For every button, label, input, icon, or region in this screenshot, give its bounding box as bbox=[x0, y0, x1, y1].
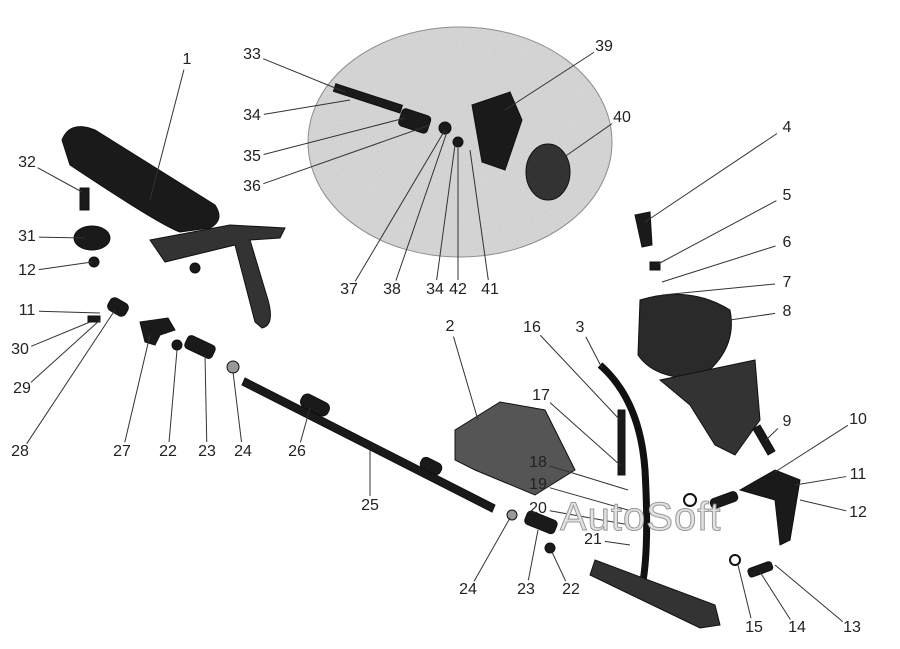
leader-line-40 bbox=[559, 123, 613, 161]
leader-lines bbox=[26, 51, 849, 623]
leader-line-11 bbox=[794, 476, 847, 486]
leader-line-5 bbox=[657, 200, 777, 265]
callout-23: 23 bbox=[198, 443, 216, 460]
callout-28: 28 bbox=[11, 443, 29, 460]
callout-17: 17 bbox=[532, 387, 550, 404]
callout-35: 35 bbox=[243, 148, 261, 165]
callout-21: 21 bbox=[584, 531, 602, 548]
leader-line-6 bbox=[661, 245, 776, 283]
leader-line-1 bbox=[149, 69, 185, 201]
leader-line-31 bbox=[38, 236, 86, 239]
leader-line-38 bbox=[395, 131, 448, 281]
callout-3: 3 bbox=[575, 319, 585, 336]
leader-line-41 bbox=[469, 149, 489, 281]
callout-26: 26 bbox=[288, 443, 306, 460]
callout-39: 39 bbox=[595, 38, 613, 55]
callout-22: 22 bbox=[562, 581, 580, 598]
callout-8: 8 bbox=[782, 303, 792, 320]
callout-12: 12 bbox=[849, 504, 867, 521]
leader-line-20 bbox=[549, 510, 631, 526]
leader-line-22 bbox=[551, 551, 567, 582]
leader-line-23 bbox=[527, 529, 539, 581]
callout-24: 24 bbox=[459, 581, 477, 598]
callout-36: 36 bbox=[243, 178, 261, 195]
callout-2: 2 bbox=[445, 318, 455, 335]
watermark: AutoSoft bbox=[559, 495, 722, 540]
leader-line-37 bbox=[354, 129, 446, 282]
callout-11: 11 bbox=[849, 466, 867, 483]
parts bbox=[61, 83, 801, 629]
callout-9: 9 bbox=[782, 413, 792, 430]
leader-line-8 bbox=[729, 312, 776, 321]
leader-line-4 bbox=[644, 133, 778, 223]
callout-19: 19 bbox=[529, 476, 547, 493]
leader-line-18 bbox=[549, 465, 629, 491]
callout-33: 33 bbox=[243, 46, 261, 63]
leader-line-9 bbox=[765, 428, 779, 441]
leader-line-34 bbox=[436, 144, 456, 281]
callout-37: 37 bbox=[340, 281, 358, 298]
callout-12: 12 bbox=[18, 262, 36, 279]
callout-15: 15 bbox=[745, 619, 763, 636]
leader-line-23 bbox=[204, 354, 208, 443]
leader-line-17 bbox=[549, 402, 621, 466]
leader-line-16 bbox=[539, 334, 621, 421]
leader-line-19 bbox=[549, 487, 629, 511]
leader-line-29 bbox=[30, 319, 101, 383]
leader-line-24 bbox=[232, 371, 243, 443]
leader-line-24 bbox=[473, 517, 511, 582]
leader-line-21 bbox=[604, 540, 631, 546]
callout-40: 40 bbox=[613, 109, 631, 126]
callout-5: 5 bbox=[782, 187, 792, 204]
leader-line-13 bbox=[774, 564, 844, 623]
leader-line-14 bbox=[759, 571, 791, 620]
callout-18: 18 bbox=[529, 454, 547, 471]
leader-line-32 bbox=[37, 167, 83, 193]
leader-line-28 bbox=[26, 309, 116, 444]
callout-38: 38 bbox=[383, 281, 401, 298]
callout-4: 4 bbox=[782, 119, 792, 136]
leader-line-15 bbox=[737, 564, 752, 619]
leader-line-12 bbox=[799, 499, 847, 512]
callout-22: 22 bbox=[159, 443, 177, 460]
leader-line-3 bbox=[585, 336, 603, 369]
callout-34: 34 bbox=[243, 107, 261, 124]
leader-line-10 bbox=[774, 424, 849, 473]
leader-line-35 bbox=[263, 117, 406, 156]
leader-line-2 bbox=[452, 336, 479, 421]
leader-line-12 bbox=[38, 261, 93, 271]
callout-27: 27 bbox=[113, 443, 131, 460]
leader-line-27 bbox=[124, 334, 151, 443]
callout-16: 16 bbox=[523, 319, 541, 336]
callout-24: 24 bbox=[234, 443, 252, 460]
callout-29: 29 bbox=[13, 380, 31, 397]
callout-32: 32 bbox=[18, 154, 36, 171]
callout-7: 7 bbox=[782, 274, 792, 291]
callout-42: 42 bbox=[449, 281, 467, 298]
callout-34: 34 bbox=[426, 281, 444, 298]
callout-6: 6 bbox=[782, 234, 792, 251]
callout-25: 25 bbox=[361, 497, 379, 514]
leader-line-22 bbox=[168, 349, 178, 443]
callout-31: 31 bbox=[18, 228, 36, 245]
callout-11: 11 bbox=[18, 302, 36, 319]
leader-line-26 bbox=[299, 407, 311, 443]
callout-14: 14 bbox=[788, 619, 806, 636]
leader-line-11 bbox=[38, 310, 101, 314]
leader-line-7 bbox=[661, 283, 776, 296]
leader-line-34 bbox=[263, 99, 351, 115]
leader-line-33 bbox=[262, 58, 346, 93]
callout-23: 23 bbox=[517, 581, 535, 598]
callout-10: 10 bbox=[849, 411, 867, 428]
leader-line-36 bbox=[263, 124, 431, 185]
callout-13: 13 bbox=[843, 619, 861, 636]
leader-line-39 bbox=[504, 51, 595, 111]
leader-line-30 bbox=[30, 321, 91, 347]
callout-1: 1 bbox=[182, 51, 192, 68]
callout-41: 41 bbox=[481, 281, 499, 298]
callout-30: 30 bbox=[11, 341, 29, 358]
callout-20: 20 bbox=[529, 500, 547, 517]
